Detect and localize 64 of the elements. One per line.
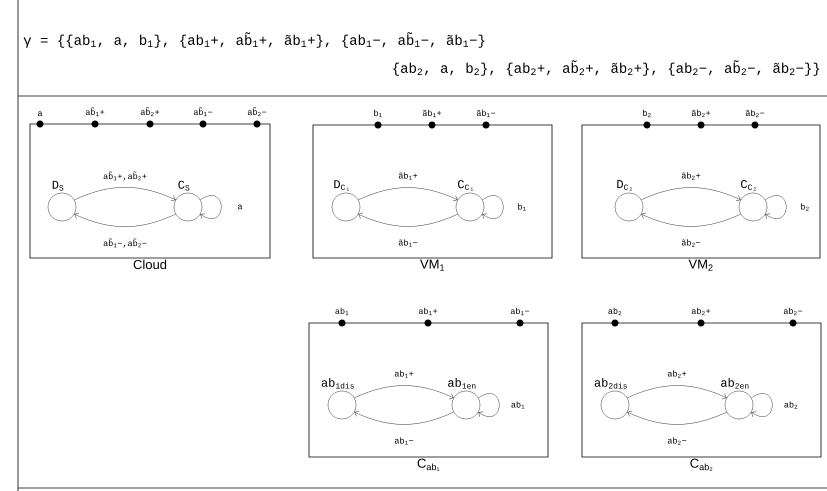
node-label: ab̃$_{1}$+ [86,107,104,116]
node-label: ab$_{2dis}$ [594,378,627,389]
node-label: ãb$_{1}$+ [422,110,442,118]
node-label: C$_{S}$ [178,180,190,191]
node-label: ab̃$_{2}$+ [140,107,160,116]
node-label: ãb$_{2}$− [746,110,764,118]
node-label: b$_{2}$ [643,110,651,118]
node-label: ab$_{1en}$ [448,378,476,389]
arrow [765,195,786,219]
node-label: D$_{C₁}$ [334,180,350,191]
edge-label: ab$_{1}$+ [393,369,415,379]
arrow [74,187,176,202]
node-label: D$_{S}$ [52,180,64,191]
arrow [641,187,741,202]
edge-label: ab$_{2}$− [666,436,688,446]
arrow [751,393,772,417]
node-label: ab$_{2en}$ [721,378,748,389]
node-label: VM$_{2}$ [688,260,713,271]
node-label: ab$_{1dis}$ [322,378,354,389]
node-label: b$_{1}$ [374,110,382,118]
node-label: ab$_{2}$− [784,308,802,316]
node-label: ab$_{2}$ [608,308,622,316]
node-label: ãb$_{2}$+ [692,110,710,118]
edge-label: b$_{1}$ [516,202,528,212]
edge-label: ãb$_{2}$− [680,238,702,248]
node-label: VM$_{1}$ [420,260,444,271]
arrow [358,212,458,227]
node-label: a [38,111,42,116]
arrow [478,393,500,417]
arrow [358,187,458,202]
node-label: D$_{C₂}$ [617,180,632,191]
node-label: ab$_{1}$− [510,308,530,316]
node-label: Cloud [134,260,166,270]
edge-label: ab$_{2}$+ [666,369,688,379]
arrow [482,195,504,219]
node-label: ãb$_{1}$− [476,110,496,118]
node-label: C$_{C₁}$ [458,180,474,191]
node-label: ab̃$_{1}$− [194,107,212,116]
edge-label: ab$_{2}$ [782,400,800,410]
arrow [627,410,727,425]
edge-label: a [236,204,244,210]
edge-label: b$_{2}$ [799,202,811,212]
edge-label: ab̃$_{1}$+,ab̃$_{2}$+ [102,170,148,182]
edge-label: ab̃$_{1}$−,ab̃$_{2}$− [102,237,148,249]
arrow [641,212,741,227]
arrow [354,385,454,400]
node-label: ab$_{1}$+ [418,308,438,316]
edge-label: ãb$_{2}$+ [680,171,702,181]
formula: γ = {{ab$_{1}$, a, b$_{1}$}, {ab$_{1}$+, ab̃$_{1}$+, ãb$_{1}$+}, {ab$_{1}$−, ab̃$_{1}$−, ãb$_{1}$−} [24,32,484,48]
arrow [74,212,176,227]
node-label: ab$_{1}$ [335,308,348,316]
edge-label: ab$_{1}$ [510,400,526,410]
arrow [627,385,727,400]
node-label: C$_{ab₂}$ [690,458,712,471]
edge-label: ãb$_{1}$+ [397,171,419,181]
node-label: C$_{ab₁}$ [418,458,440,471]
node-label: ab$_{2}$+ [692,308,710,316]
edge-label: ãb$_{1}$− [397,238,419,248]
node-label: C$_{C₂}$ [741,180,756,191]
formula: {ab$_{2}$, a, b$_{2}$}, {ab$_{2}$+, ab̃$_{2}$+, ãb$_{2}$+}, {ab$_{2}$−, ab̃$_{2}$−, ãb$_{2}$−}} [393,60,820,76]
edge-label: ab$_{1}$− [393,436,415,446]
arrow [200,195,222,219]
arrow [354,410,454,425]
node-label: ab̃$_{2}$− [248,107,266,116]
